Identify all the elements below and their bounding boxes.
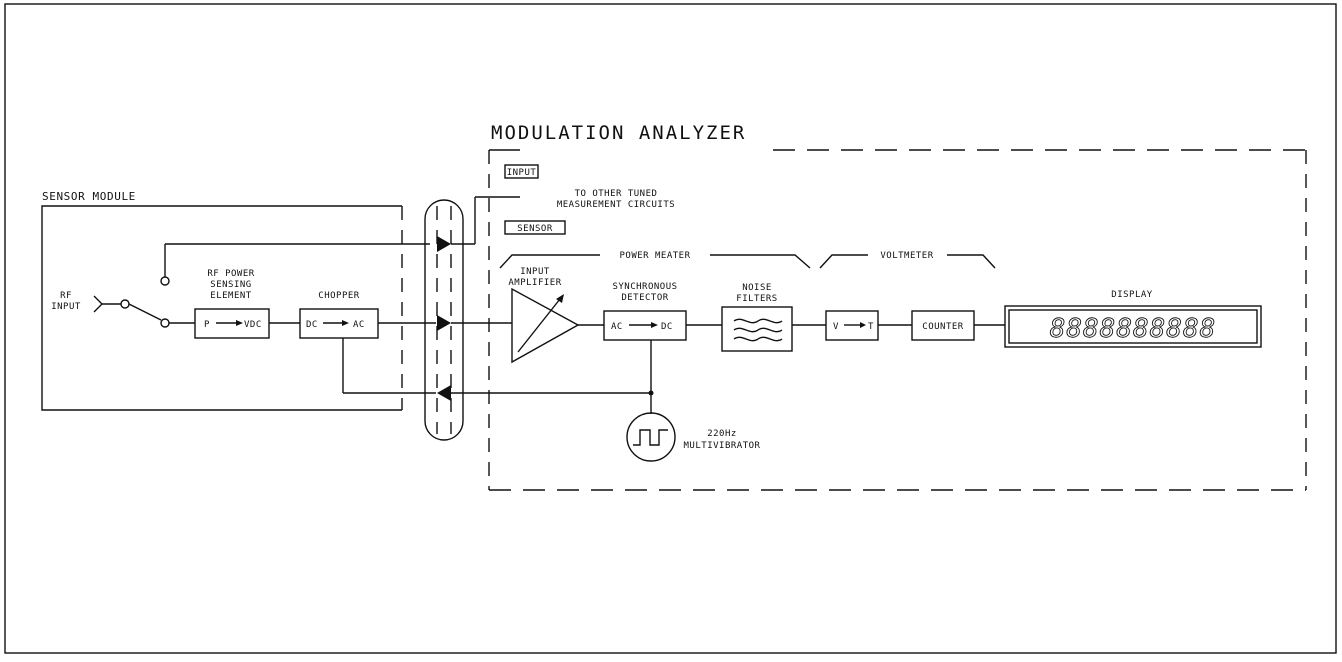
- svg-text:AC: AC: [611, 322, 623, 332]
- rf-power-label-3: ELEMENT: [210, 291, 252, 301]
- modulation-analyzer-title: MODULATION ANALYZER: [491, 122, 746, 144]
- noise-filters-block: [721, 306, 793, 352]
- rf-input-label-2: INPUT: [51, 302, 81, 312]
- multivibrator-label-1: 220Hz: [707, 429, 737, 439]
- svg-text:V: V: [833, 322, 839, 332]
- rf-input-label-1: RF: [60, 291, 72, 301]
- to-other-label-1: TO OTHER TUNED: [575, 189, 658, 199]
- chopper-label: CHOPPER: [318, 291, 360, 301]
- noise-filters-label-2: FILTERS: [736, 294, 777, 304]
- sensor-module-boundary: [41, 205, 403, 411]
- modulation-analyzer-boundary: [488, 149, 1307, 491]
- multivibrator-label-2: MULTIVIBRATOR: [684, 441, 761, 451]
- input-amplifier-label-2: AMPLIFIER: [508, 278, 561, 288]
- input-amplifier-label-1: INPUT: [520, 267, 550, 277]
- to-other-label-2: MEASUREMENT CIRCUITS: [557, 200, 675, 210]
- svg-text:P: P: [204, 320, 210, 330]
- dc-to-ac-block: DC AC: [299, 308, 379, 339]
- sync-detector-label-2: DETECTOR: [621, 293, 668, 303]
- sync-detector-label-1: SYNCHRONOUS: [612, 282, 677, 292]
- display-block: 8888888888: [1004, 305, 1262, 348]
- power-meter-bracket: [499, 254, 811, 269]
- svg-text:DC: DC: [306, 320, 318, 330]
- svg-text:COUNTER: COUNTER: [922, 322, 964, 332]
- display-label: DISPLAY: [1111, 290, 1153, 300]
- connector-arrows: [437, 236, 451, 401]
- svg-text:DC: DC: [661, 322, 673, 332]
- v-to-t-block: V T: [825, 310, 879, 341]
- multivibrator: [626, 412, 676, 462]
- input-key: INPUT: [504, 164, 539, 179]
- input-amplifier: [511, 287, 580, 364]
- rf-power-label-2: SENSING: [210, 280, 251, 290]
- svg-text:VDC: VDC: [244, 320, 262, 330]
- sensor-key: SENSOR: [504, 220, 566, 235]
- p-to-vdc-block: P VDC: [194, 308, 270, 339]
- power-meter-label: POWER MEATER: [619, 251, 690, 261]
- noise-filters-label-1: NOISE: [742, 283, 772, 293]
- ac-to-dc-block: AC DC: [603, 310, 687, 341]
- page-border: [4, 3, 1337, 654]
- svg-text:AC: AC: [353, 320, 365, 330]
- rf-power-label-1: RF POWER: [207, 269, 254, 279]
- svg-text:SENSOR: SENSOR: [517, 224, 553, 234]
- to-other-circuits-path: [451, 196, 520, 245]
- rf-switch: [128, 243, 430, 328]
- sensor-module-label: SENSOR MODULE: [42, 190, 136, 203]
- counter-block: COUNTER: [911, 310, 975, 341]
- voltmeter-label: VOLTMETER: [880, 251, 933, 261]
- svg-text:INPUT: INPUT: [507, 168, 537, 178]
- voltmeter-bracket: [819, 254, 996, 269]
- connector-cable: [424, 199, 464, 441]
- svg-text:T: T: [868, 322, 874, 332]
- rf-input-connector: [93, 295, 130, 313]
- display-digits: 8888888888: [1050, 314, 1217, 344]
- reference-path: [451, 340, 654, 414]
